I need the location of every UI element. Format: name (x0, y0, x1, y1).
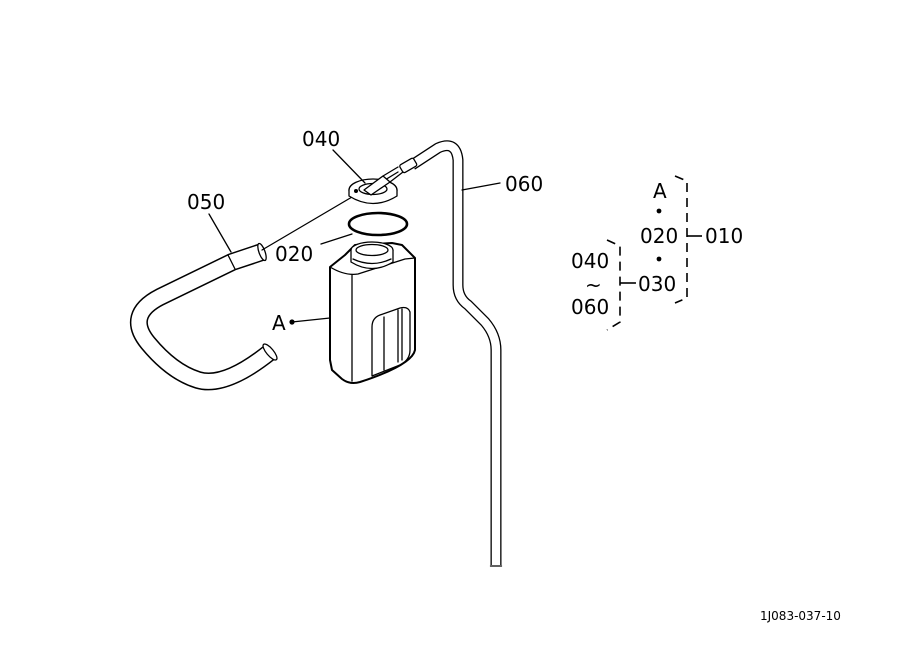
legend-010: 010 (705, 224, 743, 248)
legend-030: 030 (638, 272, 676, 296)
label-050: 050 (187, 190, 225, 214)
hose-050 (130, 196, 353, 391)
label-a: A (272, 311, 286, 335)
legend-040: 040 (571, 249, 609, 273)
label-020: 020 (275, 242, 313, 266)
packing-020 (347, 211, 409, 237)
drawing-code: 1J083-037-10 (760, 609, 841, 623)
assembly-legend: A 020 030 010 040 ~ 060 (571, 175, 743, 331)
label-040: 040 (302, 127, 340, 151)
label-060: 060 (505, 172, 543, 196)
legend-a: A (653, 179, 667, 203)
legend-060: 060 (571, 295, 609, 319)
legend-tilde: ~ (585, 273, 602, 297)
hose-060 (379, 140, 503, 567)
cap-040 (348, 166, 404, 205)
reserve-tank-a (329, 241, 416, 384)
legend-020: 020 (640, 224, 678, 248)
leader-lines (208, 149, 501, 325)
